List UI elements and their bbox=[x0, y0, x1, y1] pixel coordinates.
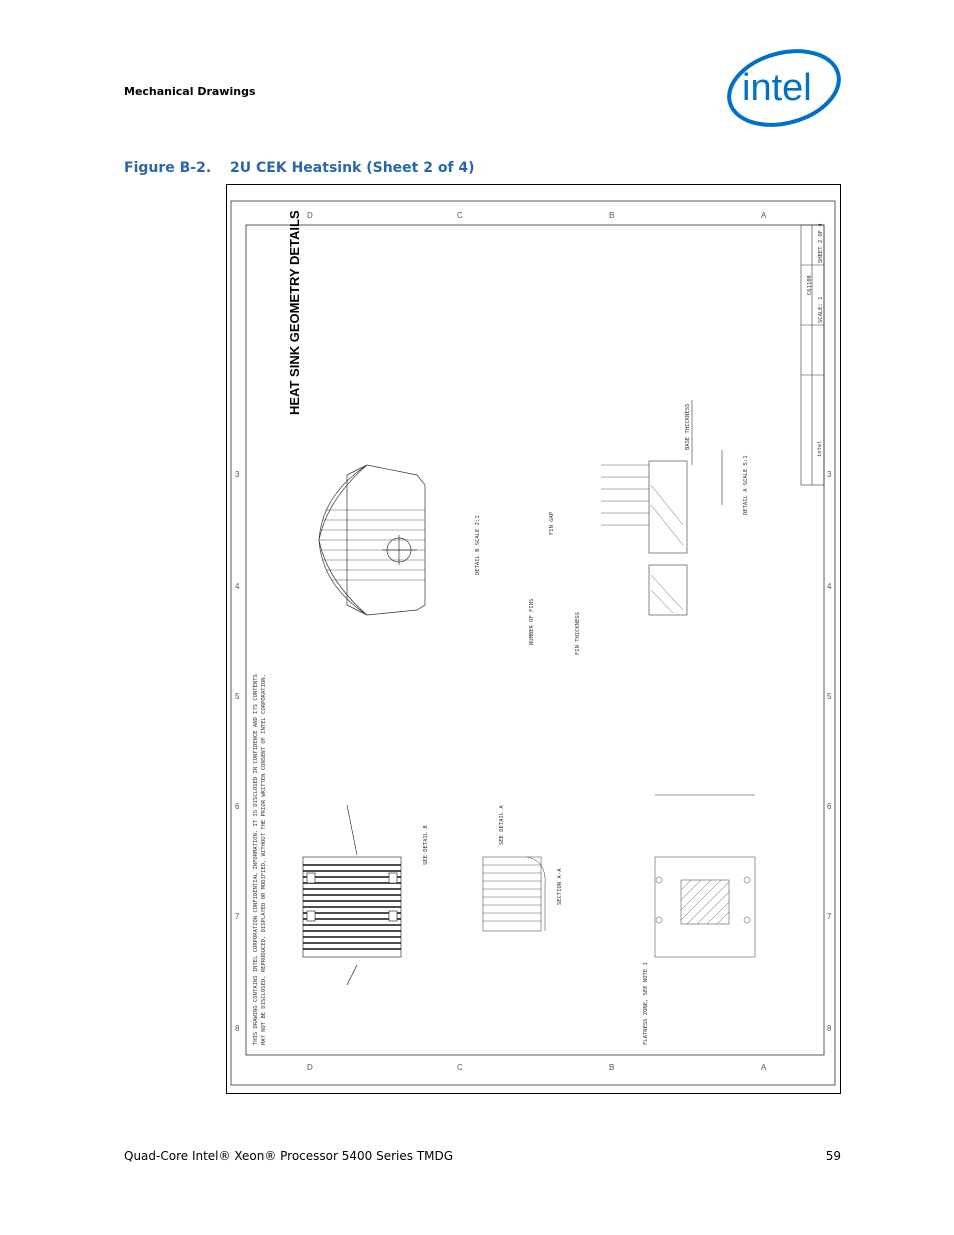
title-block-company: intel bbox=[817, 440, 823, 457]
see-detail-b-label: SEE DETAIL B bbox=[423, 825, 429, 865]
figure-number: Figure B-2. bbox=[124, 160, 212, 176]
title-block bbox=[800, 224, 825, 486]
zone-letter: B bbox=[609, 1063, 614, 1072]
title-block-scale: SCALE: 1 bbox=[818, 297, 824, 324]
flatness-note: FLATNESS ZONE, SEE NOTE 1 bbox=[643, 962, 649, 1045]
footer-document-title: Quad-Core Intel® Xeon® Processor 5400 Se… bbox=[124, 1149, 454, 1163]
intel-logo-text: intel bbox=[742, 67, 812, 109]
zone-letter: D bbox=[307, 1063, 313, 1072]
zone-number: 7 bbox=[827, 912, 832, 921]
zone-numbers-left: 3 4 5 6 7 8 bbox=[235, 470, 240, 1033]
zone-number: 5 bbox=[827, 692, 832, 701]
section-label: Mechanical Drawings bbox=[124, 85, 256, 98]
mechanical-drawing: D C B A D C B A 3 4 5 6 7 8 3 4 5 6 7 8 bbox=[226, 184, 841, 1094]
figure-caption: Figure B-2. 2U CEK Heatsink (Sheet 2 of … bbox=[124, 160, 475, 176]
zone-number: 6 bbox=[235, 802, 240, 811]
zone-number: 6 bbox=[827, 802, 832, 811]
zone-letter: B bbox=[609, 211, 614, 220]
base-thickness-label: BASE THICKNESS bbox=[685, 404, 691, 450]
section-aa-view bbox=[482, 856, 546, 932]
section-aa-label: SECTION A-A bbox=[557, 868, 563, 905]
intel-logo: intel bbox=[727, 49, 841, 127]
detail-a-view bbox=[601, 400, 723, 616]
zone-number: 7 bbox=[235, 912, 240, 921]
zone-number: 8 bbox=[235, 1024, 240, 1033]
confidential-note-line-2: MAY NOT BE DISCLOSED, REPRODUCED, DISPLA… bbox=[261, 674, 267, 1045]
footer-page-number: 59 bbox=[825, 1149, 841, 1163]
zone-number: 3 bbox=[235, 470, 240, 479]
see-detail-a-label: SEE DETAIL A bbox=[499, 805, 505, 845]
confidential-note-line-1: THIS DRAWING CONTAINS INTEL CORPORATION … bbox=[253, 674, 259, 1045]
zone-number: 8 bbox=[827, 1024, 832, 1033]
zone-letters-top: D C B A bbox=[307, 211, 767, 220]
detail-a-label: DETAIL A SCALE 5:1 bbox=[743, 455, 749, 515]
zone-number: 4 bbox=[827, 582, 832, 591]
drawing-title: HEAT SINK GEOMETRY DETAILS bbox=[287, 210, 302, 415]
zone-number: 5 bbox=[235, 692, 240, 701]
zone-numbers-right: 3 4 5 6 7 8 bbox=[827, 470, 832, 1033]
title-block-drawing-number: C61108 bbox=[807, 275, 813, 295]
heatsink-bottom-view bbox=[654, 794, 756, 958]
zone-letter: A bbox=[761, 211, 767, 220]
heatsink-top-view bbox=[302, 804, 402, 986]
zone-letter: A bbox=[761, 1063, 767, 1072]
zone-letter: C bbox=[457, 211, 463, 220]
fin-thickness-label: FIN THICKNESS bbox=[575, 612, 581, 655]
zone-number: 4 bbox=[235, 582, 240, 591]
zone-number: 3 bbox=[827, 470, 832, 479]
zone-letter: C bbox=[457, 1063, 463, 1072]
fin-gap-label: FIN GAP bbox=[549, 511, 555, 535]
zone-letters-bottom: D C B A bbox=[307, 1063, 767, 1072]
zone-letter: D bbox=[307, 211, 313, 220]
figure-title: 2U CEK Heatsink (Sheet 2 of 4) bbox=[230, 160, 475, 176]
title-block-sheet: SHEET 2 OF 4 bbox=[818, 223, 824, 263]
detail-b-view bbox=[318, 464, 426, 616]
detail-b-label: DETAIL B SCALE 2:1 bbox=[475, 515, 481, 575]
number-of-fins-label: NUMBER OF FINS bbox=[529, 599, 535, 645]
